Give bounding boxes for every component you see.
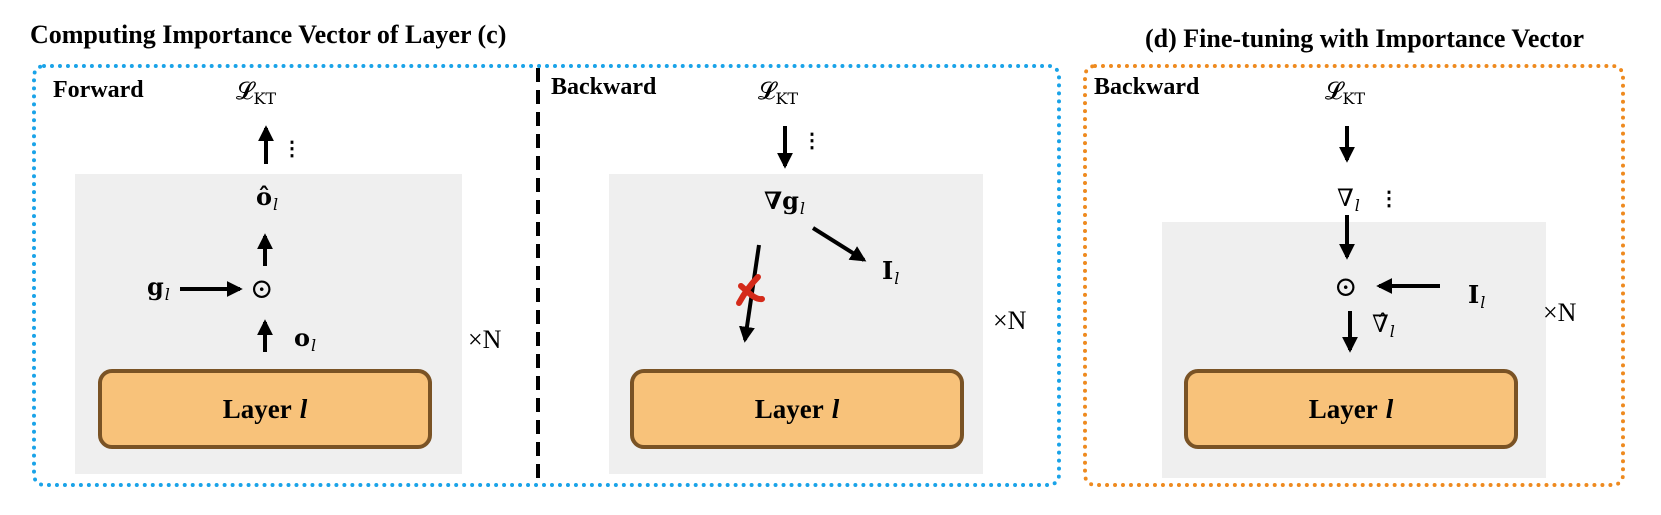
forward-layer-var: l	[299, 393, 308, 424]
forward-odot: ⊙	[250, 272, 274, 305]
finetune-odot: ⊙	[1334, 270, 1358, 303]
forward-gate-sub: l	[164, 285, 170, 304]
forward-output: ol	[294, 323, 316, 355]
backward-label: Backward	[551, 74, 657, 100]
finetune-importance-symbol: I	[1468, 280, 1480, 309]
finetune-repeat: ×N	[1543, 298, 1577, 327]
backward-layer-var: l	[831, 393, 840, 424]
finetune-nabla-hat: ∇̂l	[1372, 310, 1395, 341]
finetune-importance-sub: l	[1480, 293, 1486, 312]
finetune-layer-label: Layer	[1308, 393, 1378, 424]
forward-loss-symbol: 𝓛	[236, 77, 254, 105]
finetune-nabla-hat-sub: l	[1389, 322, 1395, 341]
finetune-backward-label: Backward	[1094, 74, 1200, 100]
left-panel-title: Computing Importance Vector of Layer (c)	[30, 20, 507, 49]
forward-gate: gl	[147, 272, 170, 304]
backward-importance: Il	[882, 256, 899, 288]
finetune-importance: Il	[1468, 280, 1485, 312]
finetune-layer-var: l	[1385, 393, 1394, 424]
forward-repeat: ×N	[468, 325, 502, 354]
finetune-dots: ⋮	[1379, 188, 1399, 210]
panel-d-border	[1083, 64, 1625, 487]
backward-grad: ∇gl	[764, 186, 805, 218]
backward-dots: ⋮	[802, 130, 822, 152]
finetune-nabla-symbol: ∇	[1337, 184, 1354, 212]
finetune-nabla: ∇l	[1337, 184, 1360, 215]
panel-c-border	[32, 64, 1061, 487]
backward-repeat: ×N	[993, 306, 1027, 335]
cross-stroke-2	[736, 274, 761, 306]
finetune-loss-symbol: 𝓛	[1325, 77, 1343, 105]
forward-output-symbol: o	[294, 323, 311, 352]
forward-loss-sub: KT	[253, 89, 277, 108]
forward-output-hat-sub: l	[273, 195, 279, 214]
finetune-loss-sub: KT	[1342, 89, 1366, 108]
forward-label: Forward	[53, 77, 144, 103]
finetune-loss: 𝓛KT	[1325, 77, 1365, 108]
backward-importance-symbol: I	[882, 256, 894, 285]
backward-grad-sub: l	[799, 199, 805, 218]
forward-loss: 𝓛KT	[236, 77, 276, 108]
backward-importance-sub: l	[894, 269, 900, 288]
backward-loss-sub: KT	[775, 89, 799, 108]
forward-output-sub: l	[311, 336, 317, 355]
forward-output-hat-symbol: ô	[256, 182, 273, 211]
finetune-nabla-sub: l	[1354, 196, 1360, 215]
backward-grad-symbol: ∇g	[764, 186, 799, 215]
backward-arrow-to-importance	[811, 226, 867, 262]
backward-loss-symbol: 𝓛	[758, 77, 776, 105]
right-panel-title: (d) Fine-tuning with Importance Vector	[1145, 24, 1585, 53]
finetune-nabla-hat-symbol: ∇̂	[1372, 310, 1389, 338]
cross-stroke-1	[738, 283, 765, 303]
forward-layer-label: Layer	[222, 393, 292, 424]
backward-layer-label: Layer	[754, 393, 824, 424]
forward-gate-symbol: g	[147, 272, 164, 301]
backward-loss: 𝓛KT	[758, 77, 798, 108]
forward-output-hat: ôl	[256, 182, 278, 214]
forward-dots: ⋮	[282, 138, 302, 160]
